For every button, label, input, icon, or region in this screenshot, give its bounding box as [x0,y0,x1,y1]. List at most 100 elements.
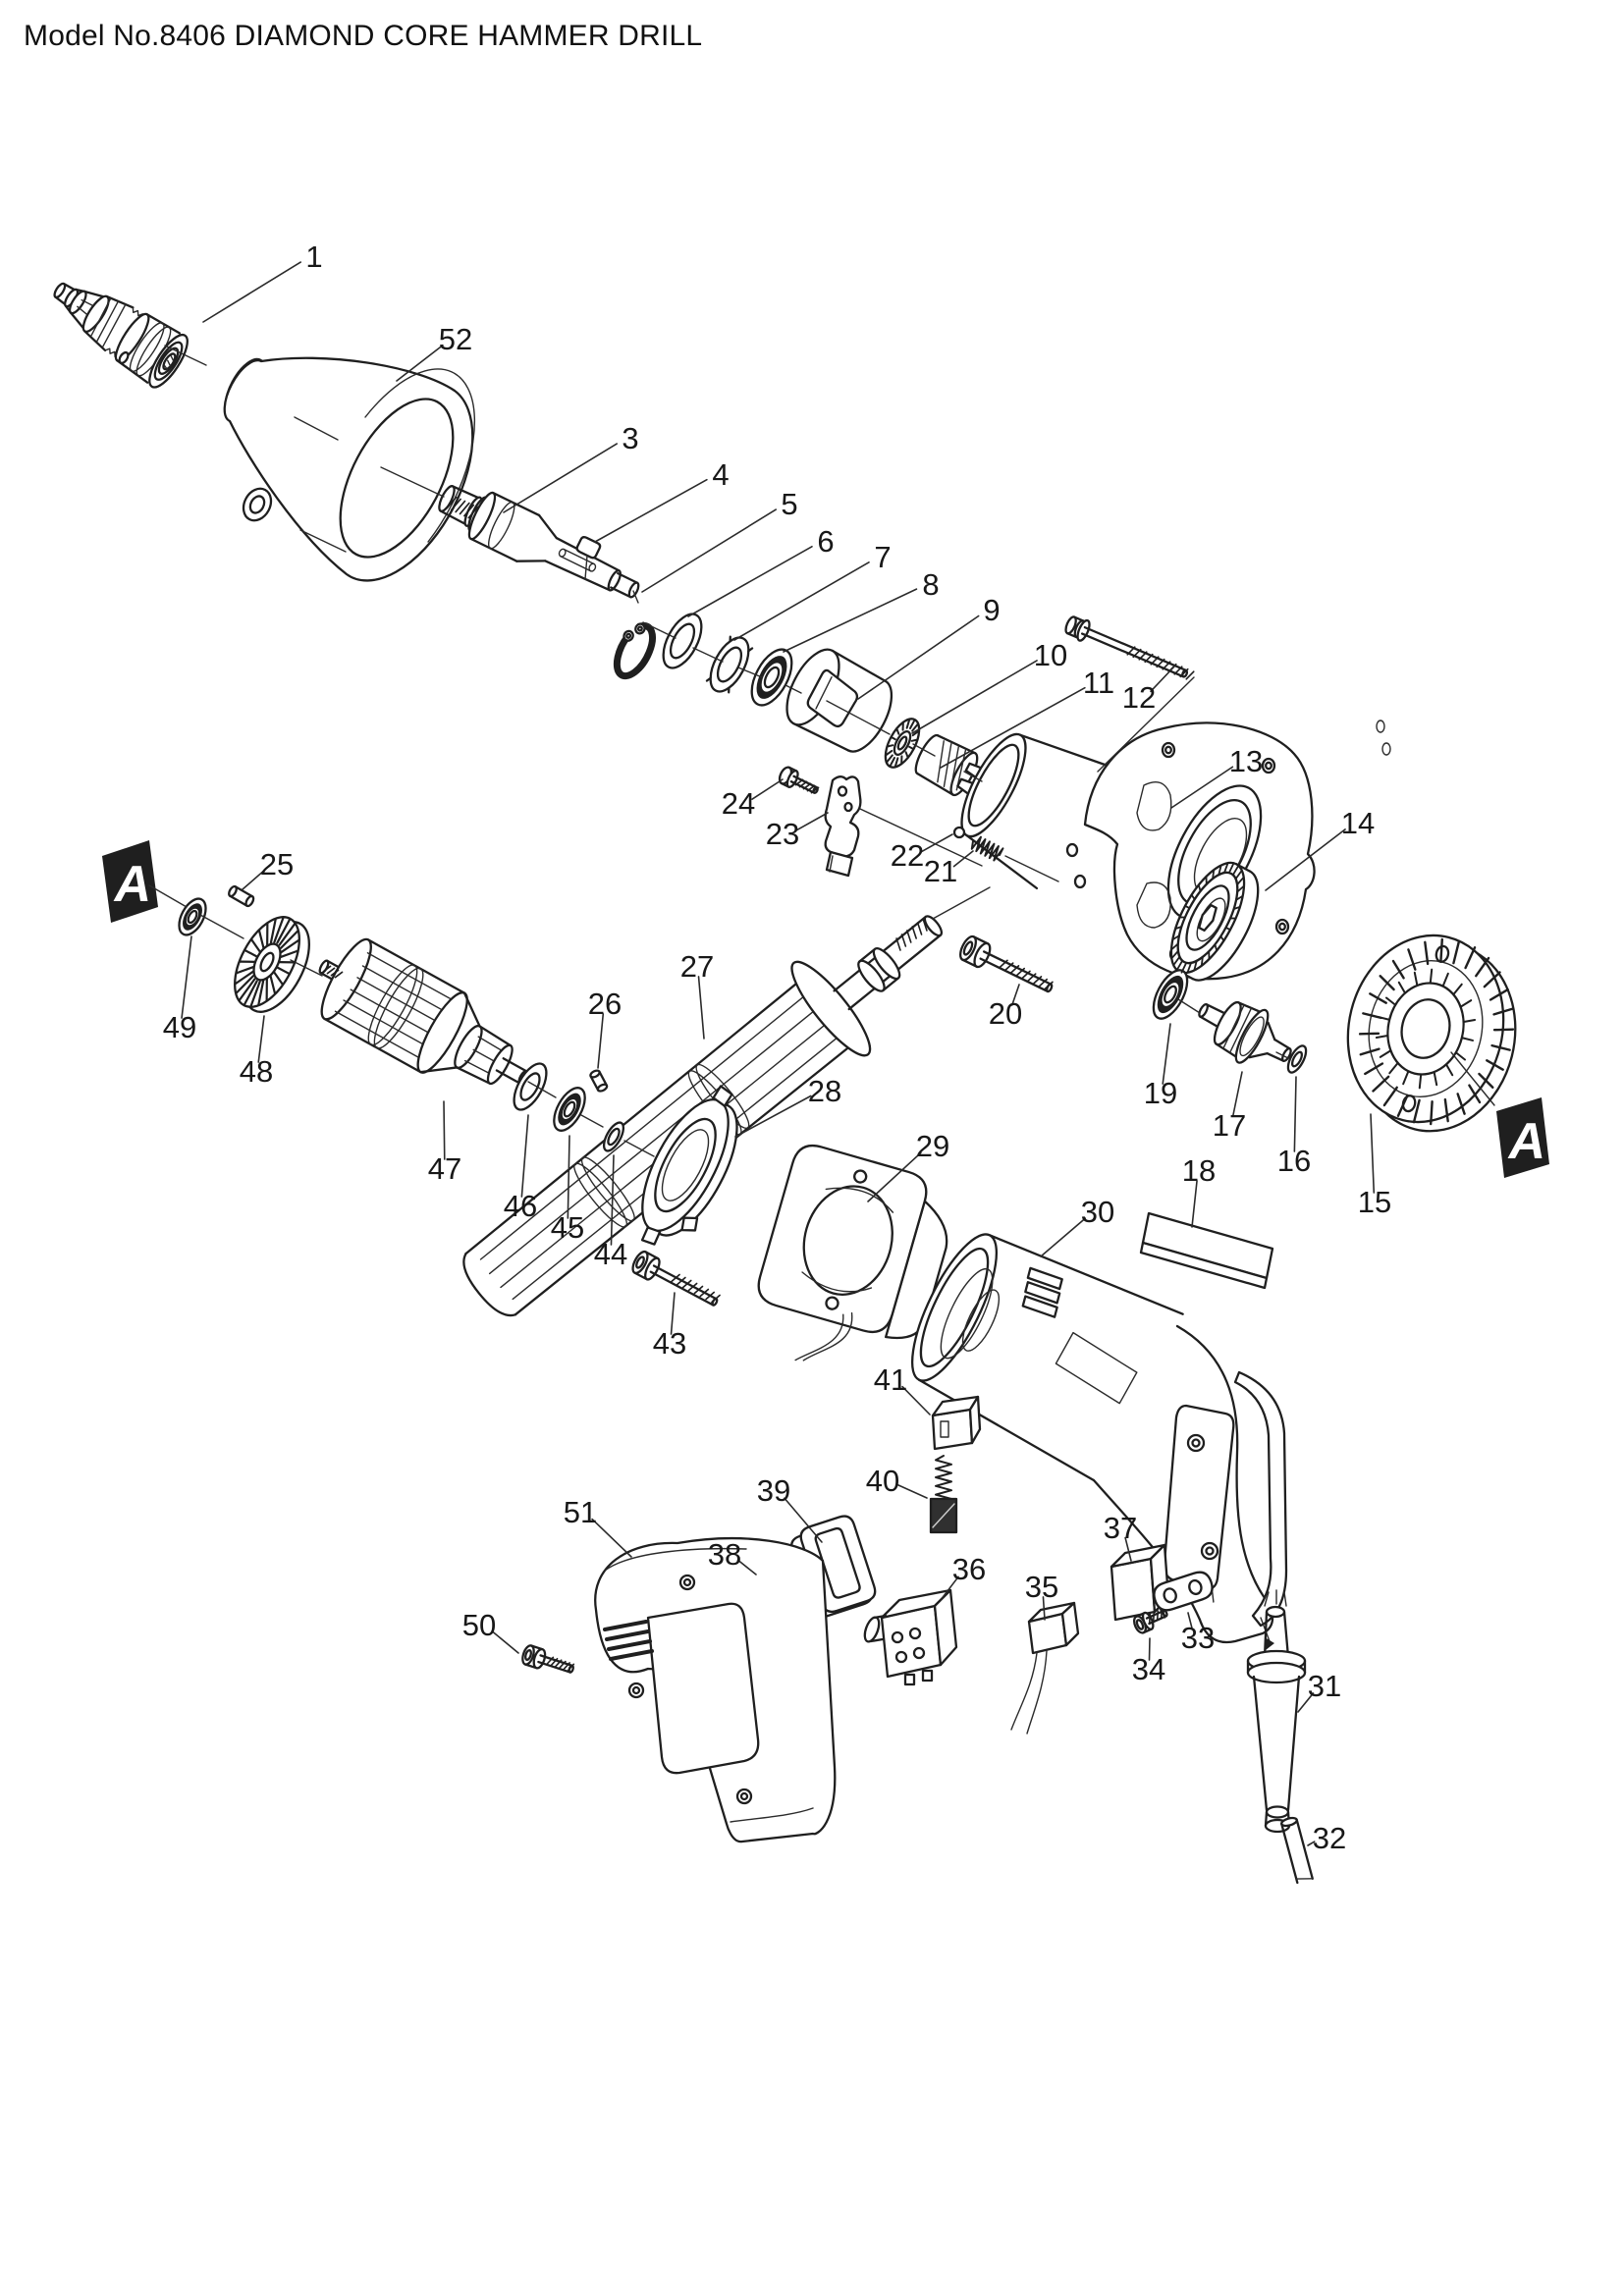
leader-line-40 [896,1483,928,1499]
part-label-32: 32 [1313,1821,1346,1855]
part-47-drawing [318,937,529,1086]
part-label-12: 12 [1122,680,1156,715]
part-label-23: 23 [766,817,799,851]
part-33-drawing [1153,1571,1215,1619]
part-label-28: 28 [808,1074,841,1108]
leader-line-17 [1231,1071,1243,1118]
leader-line-46 [520,1114,529,1198]
part-50-drawing [521,1644,574,1674]
part-label-48: 48 [240,1054,273,1089]
part-52-drawing [223,356,476,582]
part-label-8: 8 [922,567,939,602]
part-label-21: 21 [924,854,957,888]
part-13-drawing [960,720,1391,981]
part-label-18: 18 [1182,1153,1216,1188]
part-17-drawing [1198,1000,1292,1064]
part-40-drawing [929,1455,958,1534]
leader-line-5 [641,508,778,593]
leader-line-47 [443,1100,446,1160]
leader-line-19 [1162,1023,1171,1085]
part-36-drawing [863,1588,958,1686]
part-label-39: 39 [757,1473,790,1508]
part-label-47: 47 [428,1151,461,1186]
part-label-36: 36 [952,1552,986,1586]
part-label-38: 38 [708,1537,741,1572]
part-label-51: 51 [564,1495,597,1529]
part-label-13: 13 [1229,744,1263,778]
leader-line-30 [1040,1217,1087,1257]
leader-line-3 [503,443,618,513]
part-28-drawing [640,1085,738,1246]
part-26-drawing [589,1069,609,1093]
part-label-44: 44 [594,1237,627,1271]
part-9-drawing [785,648,893,753]
leader-line-35 [1042,1596,1046,1621]
leader-line-20 [1010,984,1020,1006]
part-label-52: 52 [439,322,472,356]
leader-line-23 [795,812,829,831]
part-label-7: 7 [874,540,891,574]
part-label-35: 35 [1025,1570,1058,1604]
part-45-drawing [553,1087,586,1132]
leader-line-37 [1124,1536,1132,1562]
part-label-24: 24 [722,786,755,821]
part-label-33: 33 [1181,1621,1215,1655]
leader-line-48 [257,1015,265,1063]
part-label-4: 4 [712,457,729,492]
leader-line-50 [491,1629,519,1654]
leader-line-16 [1293,1076,1297,1152]
part-51-drawing [594,1537,837,1843]
part-46-drawing [513,1062,548,1111]
leader-line-51 [591,1518,632,1558]
leader-line-18 [1191,1180,1198,1228]
leader-line-41 [901,1385,931,1415]
leader-line-38 [736,1559,757,1575]
part-label-29: 29 [916,1129,949,1163]
part-29-drawing [757,1144,948,1362]
part-label-25: 25 [260,847,294,881]
part-label-34: 34 [1132,1652,1165,1686]
part-7-drawing [705,635,754,694]
part-label-20: 20 [989,996,1022,1031]
part-22-drawing [952,826,966,839]
leader-line-27 [697,976,705,1040]
leader-line-39 [784,1497,823,1543]
part-21-drawing [970,835,1004,862]
part-label-19: 19 [1144,1076,1177,1110]
leader-line-25 [242,870,265,890]
leader-lines [181,261,1376,1846]
part-label-30: 30 [1081,1195,1114,1229]
leader-line-28 [734,1095,812,1138]
part-label-16: 16 [1277,1144,1311,1178]
part-label-43: 43 [653,1326,686,1361]
part-1-drawing [53,282,189,389]
part-43-drawing [631,1250,719,1307]
leader-line-10 [911,660,1038,734]
part-label-41: 41 [874,1362,907,1397]
part-label-26: 26 [588,987,622,1021]
part-label-15: 15 [1358,1185,1391,1219]
part-label-14: 14 [1341,806,1375,840]
section-marker-a-left: A [102,840,158,923]
leader-line-29 [867,1151,922,1202]
part-label-49: 49 [163,1010,196,1044]
part-label-9: 9 [983,593,1000,627]
section-marker-a-right: A [1496,1097,1551,1178]
part-label-11: 11 [1083,666,1114,700]
page-title: Model No.8406 DIAMOND CORE HAMMER DRILL [24,20,702,52]
leader-line-7 [733,561,870,641]
leader-line-13 [1170,766,1234,809]
leader-line-45 [567,1135,570,1219]
leader-line-36 [940,1575,959,1601]
part-label-17: 17 [1213,1108,1246,1143]
part-20-drawing [959,934,1054,993]
leader-line-12 [1150,666,1175,693]
part-label-6: 6 [817,524,834,559]
part-25-drawing [228,884,255,908]
part-48-drawing [234,916,310,1013]
leader-line-1 [202,261,301,323]
part-6-drawing [662,613,703,669]
part-18-drawing [1139,1211,1274,1290]
